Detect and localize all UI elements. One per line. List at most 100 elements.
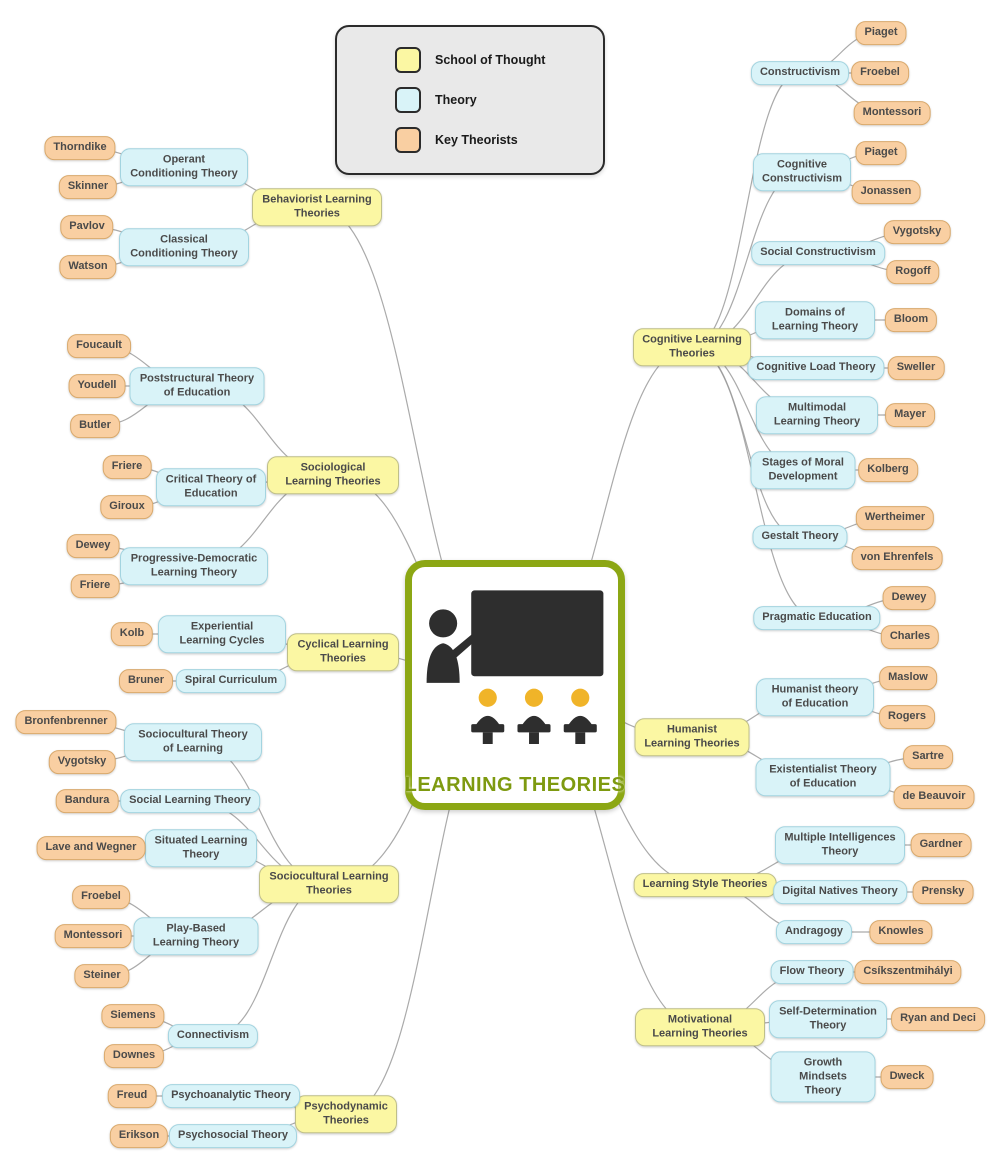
node-mayer[interactable]: Mayer	[885, 403, 935, 427]
classroom-icon	[426, 590, 604, 744]
node-constructivism[interactable]: Constructivism	[750, 61, 850, 85]
node-vygotsky-1[interactable]: Vygotsky	[883, 220, 951, 244]
node-psychodynamic[interactable]: Psychodynamic Theories	[295, 1095, 397, 1133]
legend-item-school-of-thought: School of Thought	[395, 47, 603, 73]
node-knowles[interactable]: Knowles	[869, 920, 933, 944]
node-ryan-deci[interactable]: Ryan and Deci	[891, 1007, 985, 1031]
node-bandura[interactable]: Bandura	[55, 789, 119, 813]
node-dewey-2[interactable]: Dewey	[66, 534, 120, 558]
node-froebel-1[interactable]: Froebel	[851, 61, 909, 85]
center-title: LEARNING THEORIES	[404, 774, 626, 796]
node-situated[interactable]: Situated Learning Theory	[145, 829, 257, 867]
node-de-beauvoir[interactable]: de Beauvoir	[893, 785, 975, 809]
node-existentialist[interactable]: Existentialist Theory of Education	[755, 758, 891, 796]
node-experiential[interactable]: Experiential Learning Cycles	[158, 615, 286, 653]
node-butler[interactable]: Butler	[70, 414, 120, 438]
node-montessori-1[interactable]: Montessori	[853, 101, 931, 125]
node-gestalt[interactable]: Gestalt Theory	[752, 525, 848, 549]
node-play-based[interactable]: Play-Based Learning Theory	[133, 917, 259, 955]
node-vygotsky-2[interactable]: Vygotsky	[48, 750, 116, 774]
node-stages-moral[interactable]: Stages of Moral Development	[750, 451, 856, 489]
node-cognitive-load[interactable]: Cognitive Load Theory	[747, 356, 885, 380]
node-domains[interactable]: Domains of Learning Theory	[755, 301, 875, 339]
node-erikson[interactable]: Erikson	[109, 1124, 169, 1148]
node-multimodal[interactable]: Multimodal Learning Theory	[756, 396, 878, 434]
node-connectivism[interactable]: Connectivism	[167, 1024, 259, 1048]
node-critical[interactable]: Critical Theory of Education	[156, 468, 266, 506]
node-dweck[interactable]: Dweck	[880, 1065, 934, 1089]
node-pavlov[interactable]: Pavlov	[60, 215, 114, 239]
node-flow[interactable]: Flow Theory	[770, 960, 854, 984]
node-jonassen[interactable]: Jonassen	[851, 180, 921, 204]
node-humanist-theory[interactable]: Humanist theory of Education	[756, 678, 874, 716]
node-bloom[interactable]: Bloom	[884, 308, 938, 332]
node-csikszentmihalyi[interactable]: Csíkszentmihályi	[854, 960, 962, 984]
node-giroux[interactable]: Giroux	[100, 495, 154, 519]
node-cyclical[interactable]: Cyclical Learning Theories	[287, 633, 399, 671]
node-self-determination[interactable]: Self-Determination Theory	[769, 1000, 887, 1038]
node-kolberg[interactable]: Kolberg	[858, 458, 918, 482]
node-rogers[interactable]: Rogers	[879, 705, 935, 729]
node-foucault[interactable]: Foucault	[67, 334, 131, 358]
node-pragmatic[interactable]: Pragmatic Education	[753, 606, 881, 630]
node-kolb[interactable]: Kolb	[110, 622, 154, 646]
key-theorists-swatch	[395, 127, 421, 153]
node-sartre[interactable]: Sartre	[903, 745, 953, 769]
node-spiral[interactable]: Spiral Curriculum	[175, 669, 287, 693]
node-maslow[interactable]: Maslow	[879, 666, 937, 690]
node-cognitive[interactable]: Cognitive Learning Theories	[633, 328, 751, 366]
legend-item-key-theorists: Key Theorists	[395, 127, 603, 153]
node-steiner[interactable]: Steiner	[74, 964, 130, 988]
node-cognitive-constructivism[interactable]: Cognitive Constructivism	[753, 153, 851, 191]
node-sweller[interactable]: Sweller	[887, 356, 945, 380]
node-andragogy[interactable]: Andragogy	[775, 920, 853, 944]
node-digital-natives[interactable]: Digital Natives Theory	[773, 880, 907, 904]
theory-swatch	[395, 87, 421, 113]
center-node-learning-theories[interactable]: LEARNING THEORIES	[405, 560, 625, 810]
node-youdell[interactable]: Youdell	[68, 374, 126, 398]
node-poststructural[interactable]: Poststructural Theory of Education	[129, 367, 265, 405]
node-motivational[interactable]: Motivational Learning Theories	[635, 1008, 765, 1046]
node-lave-wegner[interactable]: Lave and Wegner	[36, 836, 146, 860]
node-froebel-2[interactable]: Froebel	[72, 885, 130, 909]
node-downes[interactable]: Downes	[103, 1044, 165, 1068]
node-classical[interactable]: Classical Conditioning Theory	[119, 228, 249, 266]
node-von-ehrenfels[interactable]: von Ehrenfels	[851, 546, 943, 570]
legend: School of Thought Theory Key Theorists	[335, 25, 605, 175]
node-gardner[interactable]: Gardner	[910, 833, 972, 857]
node-freud[interactable]: Freud	[107, 1084, 157, 1108]
node-friere-2[interactable]: Friere	[70, 574, 120, 598]
node-thorndike[interactable]: Thorndike	[44, 136, 116, 160]
node-bronfenbrenner[interactable]: Bronfenbrenner	[15, 710, 117, 734]
node-prensky[interactable]: Prensky	[912, 880, 974, 904]
node-operant[interactable]: Operant Conditioning Theory	[120, 148, 248, 186]
node-behaviorist[interactable]: Behaviorist Learning Theories	[252, 188, 382, 226]
node-dewey-1[interactable]: Dewey	[882, 586, 936, 610]
node-sociocultural-theory[interactable]: Sociocultural Theory of Learning	[124, 723, 262, 761]
node-psychosocial[interactable]: Psychosocial Theory	[168, 1124, 298, 1148]
node-skinner[interactable]: Skinner	[58, 175, 118, 199]
node-wertheimer[interactable]: Wertheimer	[855, 506, 935, 530]
node-sociological[interactable]: Sociological Learning Theories	[267, 456, 399, 494]
node-bruner[interactable]: Bruner	[118, 669, 174, 693]
node-multiple-intelligences[interactable]: Multiple Intelligences Theory	[775, 826, 905, 864]
node-learning-style[interactable]: Learning Style Theories	[633, 873, 777, 897]
node-charles[interactable]: Charles	[880, 625, 940, 649]
node-progressive[interactable]: Progressive-Democratic Learning Theory	[120, 547, 268, 585]
node-siemens[interactable]: Siemens	[101, 1004, 165, 1028]
node-sociocultural[interactable]: Sociocultural Learning Theories	[259, 865, 399, 903]
node-piaget-1[interactable]: Piaget	[855, 21, 907, 45]
node-growth-mindsets[interactable]: Growth Mindsets Theory	[770, 1051, 876, 1103]
edge-connectivism	[212, 883, 330, 1037]
node-watson[interactable]: Watson	[59, 255, 117, 279]
legend-label-school-of-thought: School of Thought	[435, 53, 546, 67]
node-social-learning[interactable]: Social Learning Theory	[120, 789, 260, 813]
node-humanist[interactable]: Humanist Learning Theories	[634, 718, 750, 756]
node-montessori-2[interactable]: Montessori	[54, 924, 132, 948]
node-social-constructivism[interactable]: Social Constructivism	[751, 241, 885, 265]
node-rogoff[interactable]: Rogoff	[886, 260, 940, 284]
legend-item-theory: Theory	[395, 87, 603, 113]
node-piaget-2[interactable]: Piaget	[855, 141, 907, 165]
node-psychoanalytic[interactable]: Psychoanalytic Theory	[162, 1084, 300, 1108]
node-friere-1[interactable]: Friere	[102, 455, 152, 479]
